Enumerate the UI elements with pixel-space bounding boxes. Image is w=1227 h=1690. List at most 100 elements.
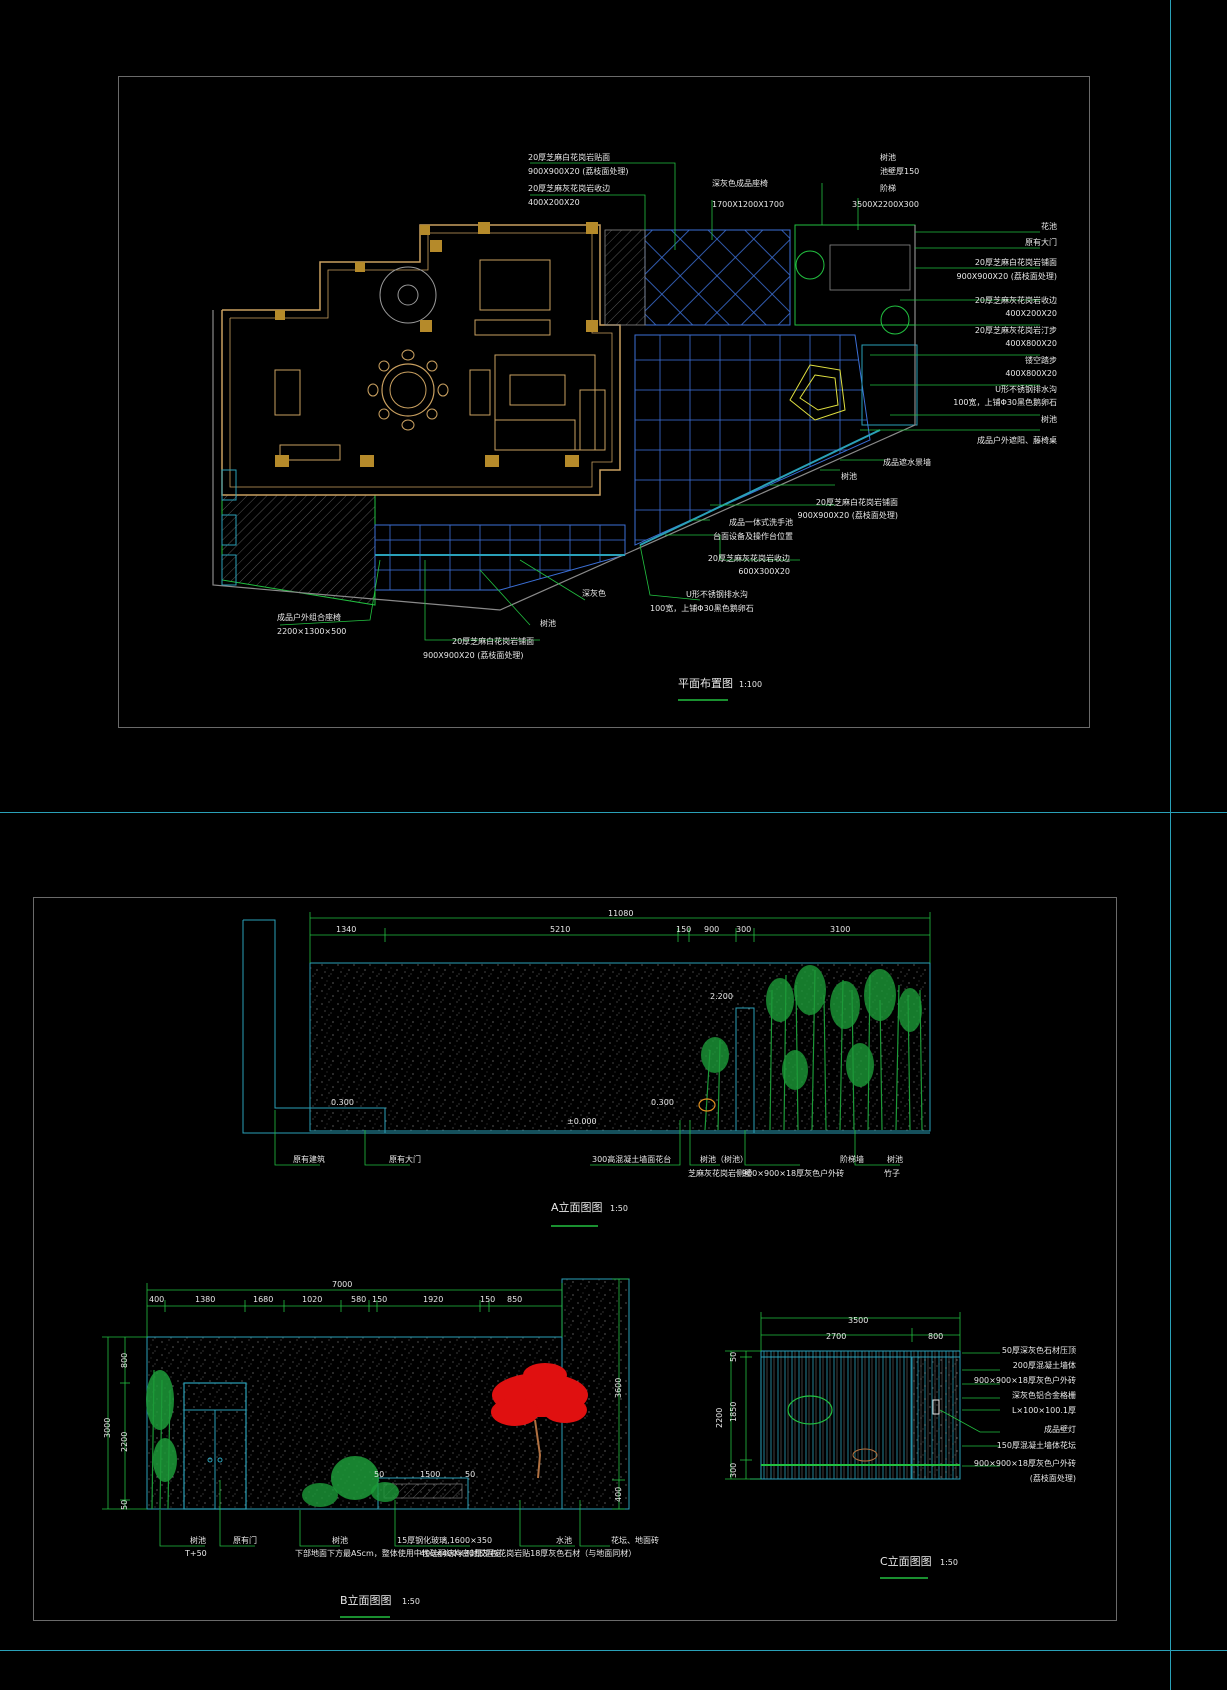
plan-label-bottom-5b: 2200×1300×500	[277, 627, 346, 636]
plan-label-top-1a: 20厚芝麻白花岗岩贴面	[528, 152, 610, 162]
elev-b-note-6: 花坛、地面砖	[611, 1535, 659, 1545]
elev-a-dim-3: 150	[676, 925, 691, 934]
plan-sheet-frame	[118, 76, 1090, 728]
elev-b-left-dim-4: 3000	[103, 1418, 112, 1438]
elev-b-dim-1: 400	[149, 1295, 164, 1304]
elev-b-scale: 1:50	[402, 1597, 420, 1606]
elev-c-note-3: 900×900×18厚灰色户外砖	[974, 1375, 1076, 1385]
plan-title: 平面布置图	[678, 677, 733, 690]
crop-line-mid	[0, 812, 1227, 813]
plan-label-right-12b: 900X900X20 (荔枝面处理)	[798, 510, 898, 520]
elev-b-red-maple	[491, 1363, 588, 1479]
elev-b-title: B立面图图	[340, 1593, 392, 1607]
plan-drawing	[212, 222, 918, 611]
elev-c-title: C立面图图	[880, 1554, 932, 1568]
elev-b-dim-9: 850	[507, 1295, 522, 1304]
elev-c-note-5: L×100×100.1厚	[1012, 1406, 1076, 1415]
elev-c-note-1: 50厚深灰色石材压顶	[1002, 1345, 1076, 1355]
plan-label-right-6a: 镂空踏步	[1025, 355, 1057, 365]
plan-label-top-3b: 1700X1200X1700	[712, 200, 784, 209]
elev-a-note-8: 树池	[887, 1154, 903, 1164]
elev-b-dim-6: 150	[372, 1295, 387, 1304]
elev-c-dim-1: 2700	[826, 1332, 846, 1341]
elev-b-right-dim-1: 3600	[614, 1378, 623, 1398]
elev-a-wall	[309, 962, 931, 1132]
plan-label-right-4b: 400X200X20	[1005, 309, 1057, 318]
elev-c-note-9: (荔枝面处理)	[1030, 1473, 1076, 1483]
crop-line-bottom	[0, 1650, 1227, 1651]
plan-label-bottom-4a: 20厚芝麻白花岗岩铺面	[452, 636, 534, 646]
plan-labels-right: 花池 原有大门 20厚芝麻白花岗岩铺面 900X900X20 (荔枝面处理) 2…	[708, 221, 1057, 576]
elev-b-dim-3: 1680	[253, 1295, 273, 1304]
elev-b-total-dim: 7000	[332, 1280, 352, 1289]
plan-outdoor-table-set	[789, 364, 846, 421]
elev-b-left-dim-2: 2200	[120, 1432, 129, 1452]
plan-label-bottom-3: 树池	[540, 618, 556, 628]
elev-a-level-1: 0.300	[331, 1098, 354, 1107]
plan-label-right-12a: 20厚芝麻白花岗岩铺面	[816, 497, 898, 507]
plan-scale: 1:100	[739, 680, 762, 689]
plan-terrace-hatch	[221, 494, 376, 606]
plan-labels-top: 20厚芝麻白花岗岩贴面 900X900X20 (荔枝面处理) 20厚芝麻灰花岗岩…	[528, 152, 919, 209]
plan-label-top-2b: 400X200X20	[528, 198, 580, 207]
elev-a-level-2: ±0.000	[567, 1117, 597, 1126]
elev-b-dim-4: 1020	[302, 1295, 322, 1304]
plan-label-right-15b: 600X300X20	[738, 567, 790, 576]
plan-courtyard-diamond	[644, 229, 791, 326]
elev-a-note-4: 树池（树池）	[700, 1154, 748, 1164]
elev-c-scale: 1:50	[940, 1558, 958, 1567]
plan-right-planter	[794, 224, 916, 326]
plan-interior-outline-inner	[229, 232, 613, 488]
plan-label-right-5a: 20厚芝麻灰花岗岩汀步	[975, 325, 1057, 335]
elevation-c: 3500 2700 800 50 1850 2200 300 50厚深灰色石材压…	[715, 1312, 1076, 1579]
plan-label-top-4b: 池壁厚150	[880, 166, 919, 176]
plan-window-units	[221, 469, 237, 586]
elev-a-dim-2: 5210	[550, 925, 570, 934]
elev-a-note-2: 原有大门	[389, 1154, 421, 1164]
elev-a-note-7: 阶梯墙	[840, 1154, 864, 1164]
plan-label-right-2: 原有大门	[1025, 237, 1057, 247]
elev-b-note-5b: 400×400×30厚灰色花岗岩贴18厚灰色石材（与地面同材）	[420, 1548, 636, 1558]
plan-round-table	[381, 363, 435, 417]
plan-label-bottom-2a: U形不锈钢排水沟	[686, 589, 748, 599]
plan-label-right-4a: 20厚芝麻灰花岗岩收边	[975, 295, 1057, 305]
plan-label-right-15a: 20厚芝麻灰花岗岩收边	[708, 553, 790, 563]
elev-b-note-3b: 下部地面下方最AScm，整体使用中性硅酮结构密封胶固定	[295, 1548, 502, 1558]
elev-c-left-dim-2: 1850	[729, 1402, 738, 1422]
elev-b-dim-2: 1380	[195, 1295, 215, 1304]
elev-c-dim-2: 800	[928, 1332, 943, 1341]
plan-spiral-stair	[379, 266, 437, 324]
plan-label-right-1: 花池	[1041, 221, 1057, 231]
elev-b-right-dim-2: 400	[614, 1487, 623, 1502]
elev-a-level-3: 0.300	[651, 1098, 674, 1107]
plan-label-right-10: 成品遮水景墙	[883, 457, 931, 467]
elev-a-note-1: 原有建筑	[293, 1154, 325, 1164]
elev-a-level-4: 2.200	[710, 992, 733, 1001]
plan-columns	[275, 222, 598, 467]
plan-label-right-9: 成品户外遮阳、藤椅桌	[977, 435, 1057, 445]
elev-c-note-2: 200厚混凝土墙体	[1013, 1360, 1076, 1370]
elev-c-left-dim-4: 300	[729, 1463, 738, 1478]
plan-leader-lines	[279, 162, 1040, 641]
elev-b-small-dim-2: 1500	[420, 1470, 440, 1479]
plan-label-right-7a: U形不锈钢排水沟	[995, 384, 1057, 394]
plan-label-top-1b: 900X900X20 (荔枝面处理)	[528, 166, 628, 176]
elev-a-dim-1: 1340	[336, 925, 356, 934]
plan-label-top-5b: 3500X2200X300	[852, 200, 919, 209]
elev-a-total-dim: 11080	[608, 909, 633, 918]
elev-c-note-8: 900×900×18厚灰色户外砖	[974, 1458, 1076, 1468]
elev-b-note-4: 15厚钢化玻璃,1600×350	[397, 1535, 492, 1545]
elev-c-left-dim-3: 2200	[715, 1408, 724, 1428]
plan-label-right-13: 成品一体式洗手池	[729, 517, 793, 527]
elev-b-note-1a: 树池	[190, 1535, 206, 1545]
plan-label-bottom-5a: 成品户外组合座椅	[277, 612, 341, 622]
plan-label-right-5b: 400X800X20	[1005, 339, 1057, 348]
plan-label-top-5a: 阶梯	[880, 183, 896, 193]
elev-b-dim-8: 150	[480, 1295, 495, 1304]
plan-labels-bottom: 深灰色 U形不锈钢排水沟 100宽，上铺Φ30黑色鹅卵石 树池 20厚芝麻白花岗…	[277, 588, 754, 660]
plan-label-right-3b: 900X900X20 (荔枝面处理)	[957, 271, 1057, 281]
plan-label-right-6b: 400X800X20	[1005, 369, 1057, 378]
elev-b-dim-7: 1920	[423, 1295, 443, 1304]
plan-courtyard-grid	[634, 334, 871, 546]
